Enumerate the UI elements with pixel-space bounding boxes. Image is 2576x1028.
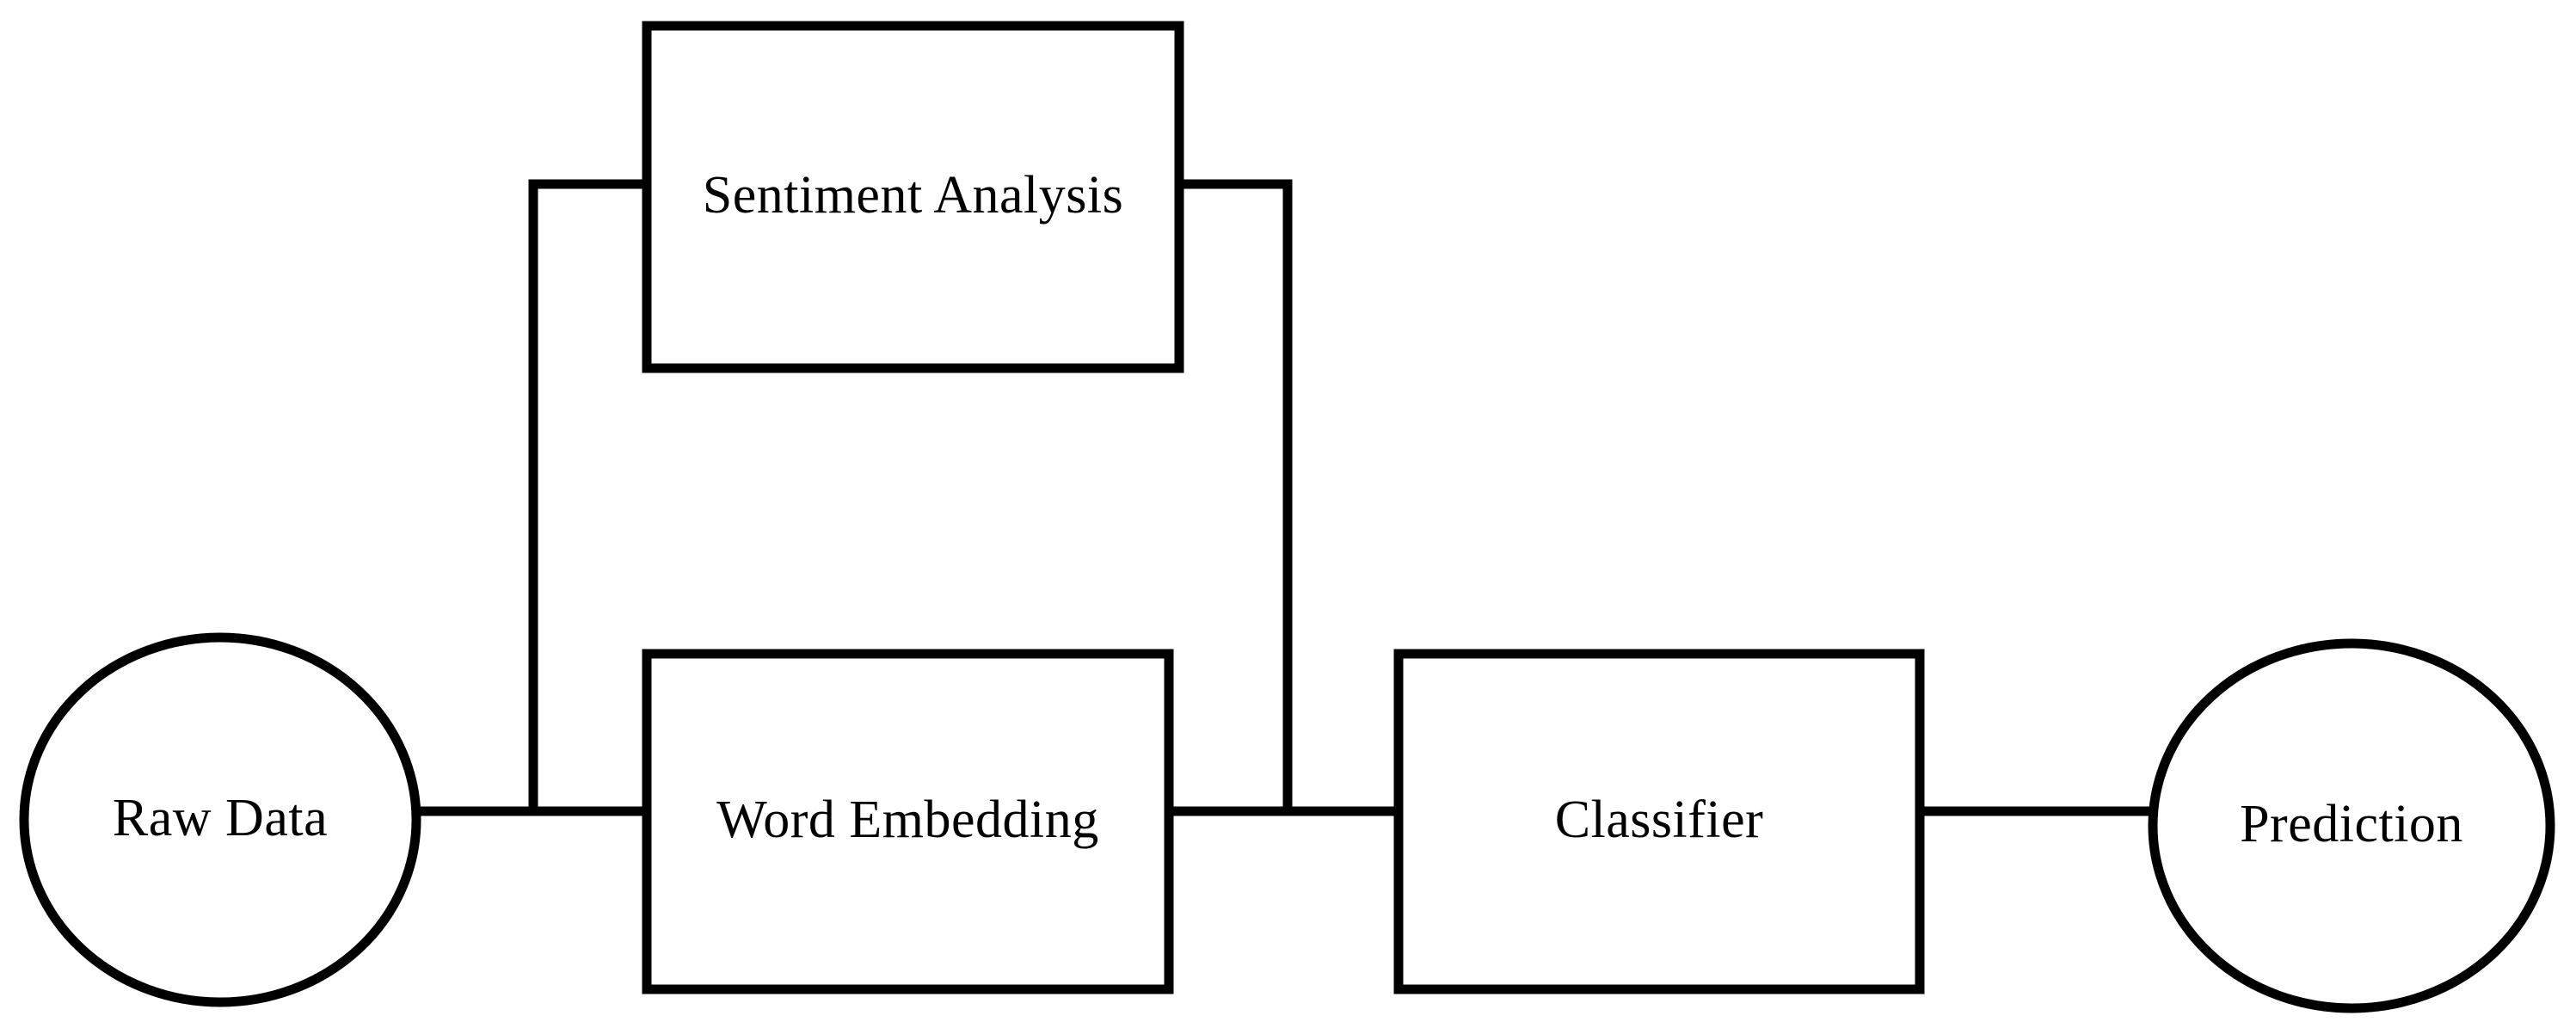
classifier-label: Classifier: [1555, 791, 1764, 849]
word-embedding-rect[interactable]: [642, 649, 1174, 994]
node-sentiment-analysis[interactable]: Sentiment Analysis: [642, 21, 1184, 373]
edge-raw-data-to-sentiment-analysis: [528, 179, 647, 811]
sentiment-analysis-label: Sentiment Analysis: [703, 166, 1124, 225]
node-classifier[interactable]: Classifier: [1393, 649, 1925, 994]
classifier-rect[interactable]: [1393, 649, 1925, 994]
node-raw-data[interactable]: Raw Data: [19, 632, 421, 1007]
word-embedding-label: Word Embedding: [716, 791, 1099, 849]
sentiment-analysis-rect[interactable]: [642, 21, 1184, 373]
edge-sentiment-analysis-to-classifier: [1179, 179, 1293, 811]
node-prediction[interactable]: Prediction: [2148, 638, 2555, 1013]
node-word-embedding[interactable]: Word Embedding: [642, 649, 1174, 994]
prediction-ellipse[interactable]: [2148, 638, 2555, 1013]
edge-group: [416, 179, 2157, 816]
raw-data-ellipse[interactable]: [19, 632, 421, 1007]
raw-data-label: Raw Data: [113, 789, 328, 847]
prediction-label: Prediction: [2240, 795, 2463, 853]
